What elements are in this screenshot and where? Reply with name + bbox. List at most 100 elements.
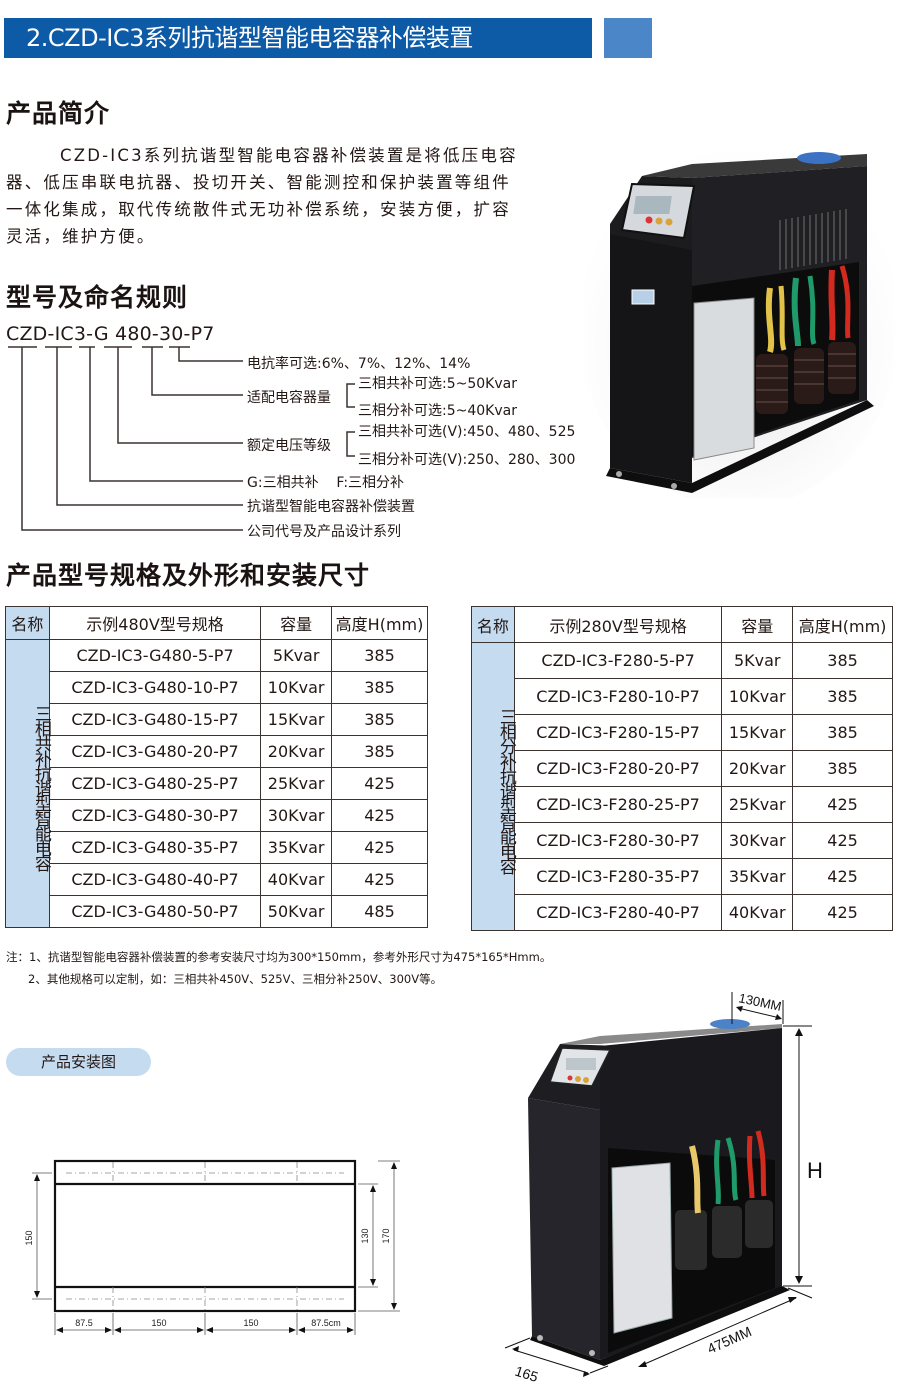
cell-height: 425	[331, 831, 428, 864]
cell-model: CZD-IC3-G480-25-P7	[48, 767, 262, 800]
cell-height: 425	[331, 799, 428, 832]
dim-bottom-1: 87.5	[75, 1318, 93, 1328]
cell-model: CZD-IC3-G480-30-P7	[48, 799, 262, 832]
cell-height: 425	[792, 894, 893, 931]
note-line-1: 注：1、抗谐型智能电容器补偿装置的参考安装尺寸均为300*150mm，参考外形尺…	[6, 950, 552, 964]
cell-model: CZD-IC3-G480-15-P7	[48, 703, 262, 736]
cell-capacity: 30Kvar	[260, 799, 333, 832]
cell-capacity: 10Kvar	[260, 671, 333, 704]
cell-capacity: 40Kvar	[721, 894, 794, 931]
cell-model: CZD-IC3-F280-40-P7	[513, 894, 723, 931]
naming-item-type: G:三相共补 F:三相分补	[247, 475, 405, 491]
page-title-banner: 2.CZD-IC3系列抗谐型智能电容器补偿装置	[4, 18, 592, 58]
cell-capacity: 25Kvar	[721, 786, 794, 823]
dim-bottom-2: 150	[151, 1318, 166, 1328]
naming-connector-lines	[8, 346, 355, 531]
col-header-height: 高度H(mm)	[792, 606, 893, 643]
cell-capacity: 15Kvar	[260, 703, 333, 736]
naming-item-product: 抗谐型智能电容器补偿装置	[247, 499, 415, 515]
cell-height: 385	[331, 703, 428, 736]
col-header-height: 高度H(mm)	[331, 606, 428, 640]
col-header-name: 名称	[471, 606, 515, 643]
intro-paragraph: CZD-IC3系列抗谐型智能电容器补偿装置是将低压电容器、低压串联电抗器、投切开…	[6, 142, 526, 250]
dim-depth: 165	[513, 1363, 540, 1386]
cell-capacity: 5Kvar	[260, 639, 333, 672]
capacitor-cabinet-image	[579, 148, 899, 508]
cell-capacity: 25Kvar	[260, 767, 333, 800]
title-accent-square	[604, 18, 652, 58]
table-header-row: 名称 示例480V型号规格 容量 高度H(mm)	[5, 606, 428, 640]
cell-model: CZD-IC3-F280-25-P7	[513, 786, 723, 823]
spec-table-280v: 名称 示例280V型号规格 容量 高度H(mm) 三相分补抗谐型智能电容 CZD…	[471, 606, 893, 931]
dim-bottom-4: 87.5cm	[311, 1318, 341, 1328]
intro-heading: 产品简介	[6, 99, 111, 128]
cell-model: CZD-IC3-F280-30-P7	[513, 822, 723, 859]
cell-model: CZD-IC3-G480-20-P7	[48, 735, 262, 768]
col-header-model: 示例280V型号规格	[513, 606, 723, 643]
install-diagram-label: 产品安装图	[6, 1048, 151, 1076]
cell-model: CZD-IC3-G480-35-P7	[48, 831, 262, 864]
cell-height: 425	[792, 786, 893, 823]
col-header-capacity: 容量	[721, 606, 794, 643]
dim-bottom-3: 150	[243, 1318, 258, 1328]
cell-model: CZD-IC3-G480-10-P7	[48, 671, 262, 704]
cell-capacity: 50Kvar	[260, 895, 333, 928]
naming-item-capacity: 适配电容器量	[247, 390, 331, 406]
group-label: 三相分补抗谐型智能电容	[471, 642, 516, 931]
cell-height: 485	[331, 895, 428, 928]
cell-height: 385	[792, 714, 893, 751]
dim-right-outer: 170	[381, 1228, 391, 1243]
intro-text: CZD-IC3系列抗谐型智能电容器补偿装置是将低压电容器、低压串联电抗器、投切开…	[6, 146, 518, 246]
table-row: 三相分补抗谐型智能电容 CZD-IC3-F280-5-P7 5Kvar 385	[471, 642, 893, 931]
product-photo	[579, 138, 899, 508]
dim-width: 475MM	[705, 1323, 754, 1357]
cell-capacity: 15Kvar	[721, 714, 794, 751]
naming-item-reactance: 电抗率可选:6%、7%、12%、14%	[247, 356, 471, 372]
cell-model: CZD-IC3-G480-50-P7	[48, 895, 262, 928]
naming-item-capacity-split: 三相分补可选:5~40Kvar	[358, 403, 517, 419]
cell-capacity: 20Kvar	[260, 735, 333, 768]
naming-item-voltage-split: 三相分补可选(V):250、280、300	[358, 452, 576, 468]
cell-height: 425	[792, 858, 893, 895]
specs-heading: 产品型号规格及外形和安装尺寸	[6, 561, 371, 590]
cell-capacity: 40Kvar	[260, 863, 333, 896]
spec-table-480v: 名称 示例480V型号规格 容量 高度H(mm) 三相共补抗谐型智能电容 CZD…	[5, 606, 428, 928]
note-line-2: 2、其他规格可以定制，如：三相共补450V、525V、三相分补250V、300V…	[28, 972, 443, 986]
col-header-capacity: 容量	[260, 606, 333, 640]
naming-item-voltage-common: 三相共补可选(V):450、480、525	[358, 424, 576, 440]
cell-capacity: 35Kvar	[260, 831, 333, 864]
model-code-example: CZD-IC3-G 480-30-P7	[6, 323, 215, 345]
cell-model: CZD-IC3-F280-15-P7	[513, 714, 723, 751]
cell-height: 425	[331, 767, 428, 800]
page-title: 2.CZD-IC3系列抗谐型智能电容器补偿装置	[26, 24, 473, 52]
col-header-name: 名称	[5, 606, 50, 640]
cell-height: 385	[792, 678, 893, 715]
cell-height: 385	[331, 671, 428, 704]
naming-heading: 型号及命名规则	[6, 283, 189, 312]
cell-capacity: 10Kvar	[721, 678, 794, 715]
col-header-model: 示例480V型号规格	[48, 606, 262, 640]
dim-right-inner: 130	[360, 1228, 370, 1243]
cell-capacity: 20Kvar	[721, 750, 794, 787]
cell-model: CZD-IC3-F280-35-P7	[513, 858, 723, 895]
dim-left: 150	[24, 1230, 34, 1245]
dim-height: H	[807, 1158, 823, 1183]
cell-model: CZD-IC3-F280-10-P7	[513, 678, 723, 715]
cell-model: CZD-IC3-F280-20-P7	[513, 750, 723, 787]
naming-item-voltage: 额定电压等级	[247, 438, 331, 454]
